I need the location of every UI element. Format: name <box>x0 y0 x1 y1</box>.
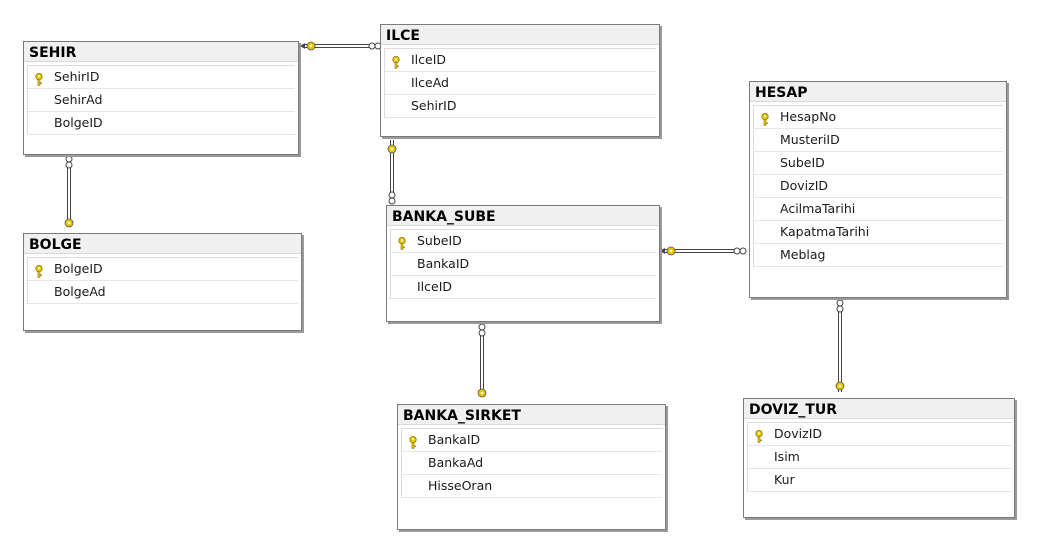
column-name: HisseOran <box>428 478 493 493</box>
column-name: DovizID <box>780 178 829 193</box>
one-end-key-icon <box>306 41 316 51</box>
table-sehir[interactable]: SEHIR SehirID SehirAd BolgeID <box>23 41 299 155</box>
table-banka-sube[interactable]: BANKA_SUBE SubeID BankaID IlceID <box>386 205 660 322</box>
column-row[interactable]: HisseOran <box>402 475 662 498</box>
primary-key-icon <box>397 235 407 250</box>
one-end-key-hole-icon <box>669 249 673 253</box>
column-row[interactable]: SehirAd <box>28 89 295 112</box>
column-row[interactable]: SubeID <box>754 152 1003 175</box>
many-end-infinity-icon <box>65 155 73 163</box>
column-name: BolgeAd <box>54 284 106 299</box>
primary-key-icon <box>34 71 44 86</box>
table-bolge[interactable]: BOLGE BolgeID BolgeAd <box>23 233 302 331</box>
table-title[interactable]: SEHIR <box>24 42 298 62</box>
column-row[interactable]: Kur <box>748 469 1011 492</box>
many-end-infinity-icon <box>368 42 376 50</box>
many-end-infinity-icon <box>478 329 486 337</box>
primary-key-icon <box>754 428 764 443</box>
table-title[interactable]: HESAP <box>750 82 1006 102</box>
many-end-infinity-icon <box>65 161 73 169</box>
column-name: IlceID <box>417 279 453 294</box>
table-title[interactable]: ILCE <box>381 25 659 45</box>
one-end-key-icon <box>835 381 845 391</box>
many-end-infinity-icon <box>388 197 396 205</box>
primary-key-icon <box>408 434 418 449</box>
table-title[interactable]: DOVIZ_TUR <box>744 399 1014 419</box>
column-row[interactable]: MusteriID <box>754 129 1003 152</box>
one-end-key-hole-icon <box>309 44 313 48</box>
one-end-key-icon <box>64 218 74 228</box>
many-end-infinity-icon <box>836 305 844 313</box>
table-banka-sirket[interactable]: BANKA_SIRKET BankaID BankaAd HisseOran <box>397 404 666 530</box>
one-end-key-hole-icon <box>480 391 484 395</box>
column-name: DovizID <box>774 426 823 441</box>
table-doviz-tur[interactable]: DOVIZ_TUR DovizID Isim Kur <box>743 398 1015 518</box>
column-row[interactable]: SubeID <box>391 230 656 253</box>
column-row[interactable]: KapatmaTarihi <box>754 221 1003 244</box>
one-end-key-hole-icon <box>838 384 842 388</box>
column-name: SehirID <box>411 98 457 113</box>
column-name: BolgeID <box>54 115 103 130</box>
arrow-head-icon <box>300 43 305 49</box>
table-title[interactable]: BANKA_SUBE <box>387 206 659 226</box>
column-row[interactable]: BankaID <box>391 253 656 276</box>
column-name: BankaID <box>428 432 481 447</box>
column-name: Kur <box>774 472 795 487</box>
many-end-infinity-icon <box>388 191 396 199</box>
column-row[interactable]: DovizID <box>748 423 1011 446</box>
table-title[interactable]: BANKA_SIRKET <box>398 405 665 425</box>
column-row[interactable]: BolgeID <box>28 258 298 281</box>
primary-key-icon <box>760 111 770 126</box>
column-row[interactable]: BolgeAd <box>28 281 298 304</box>
many-end-infinity-icon <box>836 299 844 307</box>
column-name: SubeID <box>780 155 825 170</box>
table-ilce[interactable]: ILCE IlceID IlceAd SehirID <box>380 24 660 137</box>
column-row[interactable]: Meblag <box>754 244 1003 267</box>
table-title[interactable]: BOLGE <box>24 234 301 254</box>
many-end-infinity-icon <box>478 323 486 331</box>
column-name: SubeID <box>417 233 462 248</box>
column-row[interactable]: HesapNo <box>754 106 1003 129</box>
column-row[interactable]: DovizID <box>754 175 1003 198</box>
column-row[interactable]: AcilmaTarihi <box>754 198 1003 221</box>
one-end-key-hole-icon <box>390 147 394 151</box>
column-row[interactable]: IlceAd <box>385 72 656 95</box>
primary-key-icon <box>34 263 44 278</box>
one-end-key-hole-icon <box>67 221 71 225</box>
one-end-key-icon <box>387 144 397 154</box>
arrow-head-icon <box>660 248 665 254</box>
column-row[interactable]: BankaID <box>402 429 662 452</box>
column-name: HesapNo <box>780 109 837 124</box>
table-hesap[interactable]: HESAP HesapNo MusteriID SubeID DovizID A… <box>749 81 1007 298</box>
column-row[interactable]: IlceID <box>391 276 656 299</box>
column-name: KapatmaTarihi <box>780 224 870 239</box>
column-row[interactable]: IlceID <box>385 49 656 72</box>
column-row[interactable]: BolgeID <box>28 112 295 135</box>
one-end-key-icon <box>666 246 676 256</box>
column-row[interactable]: Isim <box>748 446 1011 469</box>
column-name: Meblag <box>780 247 826 262</box>
column-name: SehirAd <box>54 92 103 107</box>
column-name: BankaAd <box>428 455 484 470</box>
column-name: BolgeID <box>54 261 103 276</box>
column-name: MusteriID <box>780 132 840 147</box>
many-end-infinity-icon <box>739 247 747 255</box>
one-end-key-icon <box>477 388 487 398</box>
column-name: IlceID <box>411 52 447 67</box>
primary-key-icon <box>391 54 401 69</box>
column-name: AcilmaTarihi <box>780 201 856 216</box>
column-name: IlceAd <box>411 75 449 90</box>
column-name: Isim <box>774 449 800 464</box>
column-name: SehirID <box>54 69 100 84</box>
column-row[interactable]: BankaAd <box>402 452 662 475</box>
column-name: BankaID <box>417 256 470 271</box>
many-end-infinity-icon <box>733 247 741 255</box>
column-row[interactable]: SehirID <box>28 66 295 89</box>
column-row[interactable]: SehirID <box>385 95 656 118</box>
